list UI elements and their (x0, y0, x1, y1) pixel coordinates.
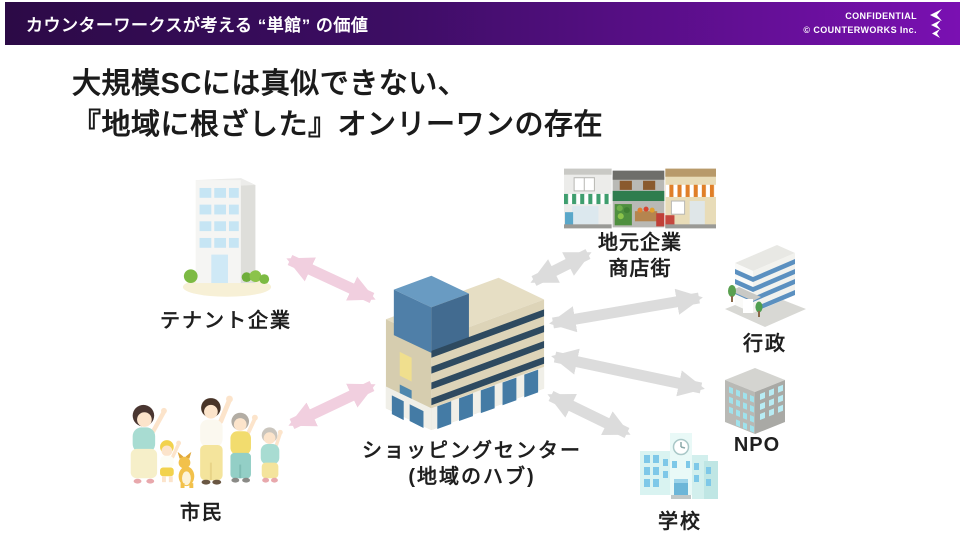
arrow-center-npo (551, 348, 705, 397)
arrow-center-citizens (288, 381, 376, 429)
arrow-center-local-shops (530, 249, 592, 286)
government-label: 行政 (743, 333, 787, 355)
header-title: カウンターワークスが考える “単館” の価値 (26, 16, 369, 35)
local-shops-label: 地元企業 商店街 (598, 230, 682, 282)
school-label: 学校 (658, 511, 702, 533)
arrow-center-school (547, 391, 631, 438)
node-government: 行政 (723, 233, 808, 355)
arrow-center-tenant (286, 255, 376, 303)
local-shops-label-line2: 商店街 (608, 258, 672, 280)
header-bar: カウンターワークスが考える “単館” の価値 CONFIDENTIAL © CO… (5, 2, 960, 45)
node-school: 学校 (636, 425, 720, 533)
office-building-icon (182, 178, 272, 297)
local-shops-label-line1: 地元企業 (598, 232, 682, 254)
school-building-with-clock-icon (640, 433, 718, 499)
counterworks-zigzag-logo-icon (930, 8, 942, 38)
shopping-center-label-line2: (地域のハブ) (408, 466, 536, 488)
heading-line1: 大規模SCには真似できない、 (72, 68, 468, 100)
arrow-center-government (549, 288, 703, 333)
npo-label: NPO (733, 434, 781, 456)
confidential-label: CONFIDENTIAL (845, 11, 917, 21)
government-office-building-icon (725, 245, 806, 327)
node-shopping-center: ショッピングセンター (地域のハブ) (362, 249, 580, 488)
shopping-center-label: ショッピングセンター (地域のハブ) (362, 438, 582, 490)
shopping-center-label-line1: ショッピングセンター (362, 440, 582, 462)
slide-heading: 大規模SCには真似できない、 『地域に根ざした』オンリーワンの存在 (72, 64, 603, 146)
citizens-label: 市民 (180, 502, 224, 524)
tenant-label: テナント企業 (160, 310, 292, 332)
family-group-cheering-icon (130, 395, 283, 489)
node-npo: NPO (719, 358, 791, 456)
node-local-shops: 地元企業 商店街 (564, 168, 716, 280)
copyright-label: © COUNTERWORKS Inc. (803, 24, 917, 35)
node-tenant: テナント企業 (160, 172, 290, 332)
shopping-street-storefronts-icon (564, 168, 716, 229)
npo-gray-building-icon (725, 368, 785, 434)
shopping-center-isometric-building-icon (385, 275, 545, 430)
node-citizens: 市民 (118, 390, 294, 524)
confidential-block: CONFIDENTIAL © COUNTERWORKS Inc. (803, 10, 917, 37)
heading-line2: 『地域に根ざした』オンリーワンの存在 (72, 109, 604, 142)
